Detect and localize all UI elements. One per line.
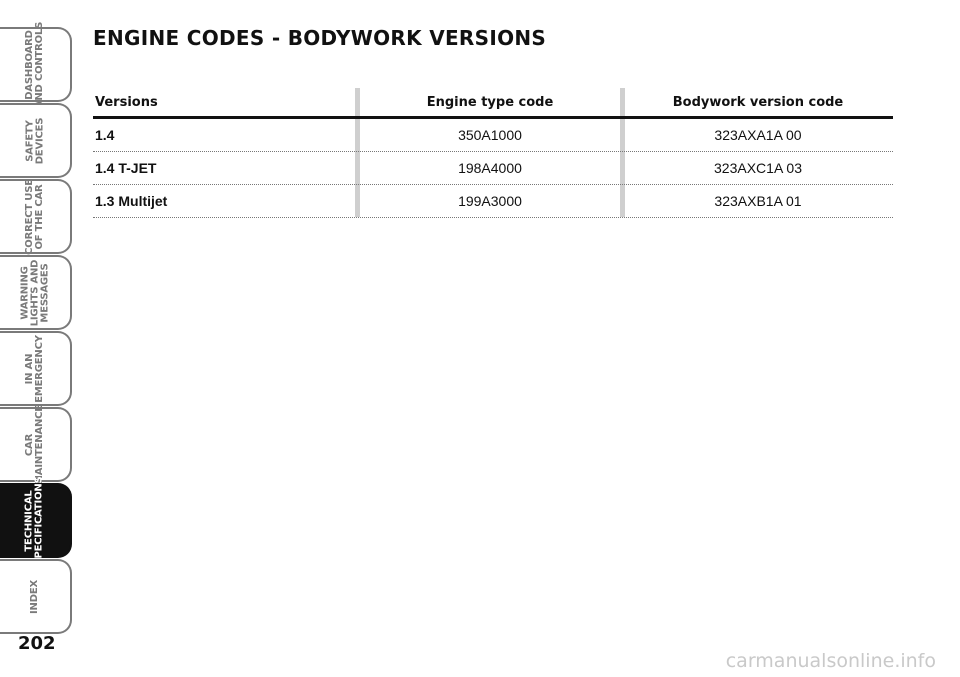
header-engine-type-code: Engine type code [426, 94, 554, 110]
tab-label: CAR MAINTENANCE [24, 404, 46, 485]
tab-technical-specifications[interactable]: TECHNICAL SPECIFICATIONS [0, 476, 72, 565]
version-cell: 1.4 [95, 127, 115, 143]
tab-label: WARNING LIGHTS AND MESSAGES [19, 259, 50, 326]
table-row: 1.4 T-JET 198A4000 323AXC1A 03 [93, 152, 893, 185]
table-row: 1.4 350A1000 323AXA1A 00 [93, 119, 893, 152]
column-separator [355, 88, 360, 217]
table-header-row: Versions Engine type code Bodywork versi… [93, 88, 893, 119]
page-number: 202 [18, 633, 56, 654]
tab-car-maintenance[interactable]: CAR MAINTENANCE [0, 404, 72, 485]
tab-label: IN AN EMERGENCY [23, 334, 45, 403]
tab-warning-lights-and-messages[interactable]: WARNING LIGHTS AND MESSAGES [0, 255, 72, 330]
table-row: 1.3 Multijet 199A3000 323AXB1A 01 [93, 185, 893, 218]
header-bodywork-version-code: Bodywork version code [672, 94, 844, 110]
version-cell: 1.3 Multijet [95, 193, 168, 209]
engine-codes-table: Versions Engine type code Bodywork versi… [93, 88, 893, 218]
tab-label: SAFETY DEVICES [23, 117, 45, 164]
bodywork-code-cell: 323AXA1A 00 [714, 127, 802, 143]
tab-in-an-emergency[interactable]: IN AN EMERGENCY [0, 331, 72, 406]
tab-label: CORRECT USE OF THE CAR [24, 178, 46, 255]
bodywork-code-cell: 323AXC1A 03 [714, 160, 802, 176]
tab-dashboard-and-controls[interactable]: DASHBOARD AND CONTROLS [0, 21, 72, 108]
engine-code-cell: 198A4000 [458, 160, 522, 176]
version-cell: 1.4 T-JET [95, 160, 157, 176]
engine-code-cell: 350A1000 [458, 127, 522, 143]
tab-label: INDEX [29, 579, 40, 614]
page-title: ENGINE CODES - BODYWORK VERSIONS [93, 26, 547, 50]
engine-code-cell: 199A3000 [458, 193, 522, 209]
bodywork-code-cell: 323AXB1A 01 [714, 193, 802, 209]
tab-correct-use-of-the-car[interactable]: CORRECT USE OF THE CAR [0, 179, 72, 254]
tab-label: TECHNICAL SPECIFICATIONS [24, 475, 45, 566]
tab-safety-devices[interactable]: SAFETY DEVICES [0, 103, 72, 178]
tab-label: DASHBOARD AND CONTROLS [24, 21, 46, 108]
column-separator [620, 88, 625, 217]
tab-index[interactable]: INDEX [0, 559, 72, 634]
watermark: carmanualsonline.info [725, 650, 936, 672]
header-versions: Versions [95, 94, 158, 110]
